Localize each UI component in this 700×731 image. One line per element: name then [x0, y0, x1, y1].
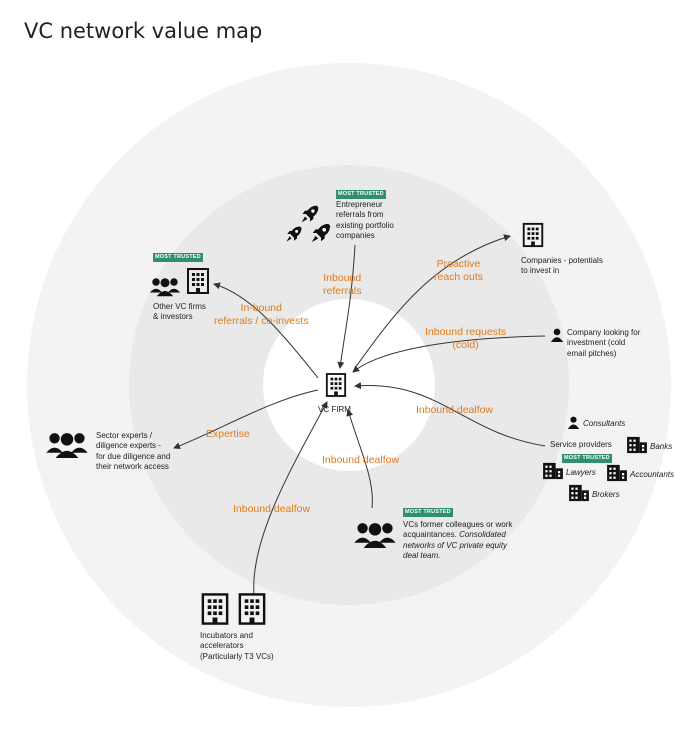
sector-experts-label: Sector experts / diligence experts - for…	[96, 431, 171, 472]
flow-dealflow-left: Inbound dealfow	[233, 503, 311, 515]
consultants-label: Consultants	[583, 419, 626, 428]
most-trusted-badge: MOST TRUSTED	[562, 454, 612, 463]
arrow-to-other-vc	[213, 282, 319, 379]
arrow-incubators	[253, 401, 328, 596]
flow-proactive: Proactive reach outs	[434, 258, 484, 284]
center-circle	[263, 299, 435, 471]
vc-colleagues-italic: Consolidated networks of VC private equi…	[403, 530, 508, 561]
entrepreneurs-label: Entrepreneur referrals from existing por…	[336, 200, 394, 241]
arrow-to-experts	[173, 389, 319, 450]
flow-inbound-referrals: Inbound referrals	[323, 272, 362, 298]
vc-firm-label: VC FIRM	[318, 405, 351, 414]
arrow-vc-colleagues	[346, 409, 373, 509]
most-trusted-badge: MOST TRUSTED	[403, 508, 453, 517]
page-title: VC network value map	[24, 19, 263, 43]
most-trusted-badge: MOST TRUSTED	[336, 190, 386, 199]
arrow-service-providers	[354, 382, 546, 447]
arrow-to-companies	[354, 234, 511, 369]
flow-inbound-requests: Inbound requests (cold)	[425, 326, 507, 352]
company-looking-label: Company looking for investment (cold ema…	[567, 328, 641, 358]
most-trusted-badge: MOST TRUSTED	[153, 253, 203, 262]
banks-label: Banks	[650, 442, 673, 451]
incubators-label: Incubators and accelerators (Particularl…	[200, 631, 274, 661]
other-vc-label: Other VC firms & investors	[153, 302, 206, 322]
companies-label: Companies - potentials to invest in	[521, 256, 603, 276]
vc-colleagues-label: VCs former colleagues or work acquaintan…	[403, 520, 512, 562]
flow-dealflow-bottom: Inbound dealfow	[322, 454, 400, 466]
flow-dealflow-right: Inbound dealfow	[416, 404, 494, 416]
accountants-label: Accountants	[630, 470, 675, 479]
flow-expertise: Expertise	[206, 428, 250, 440]
arrow-company-looking	[352, 335, 546, 373]
arrow-entrepreneurs	[337, 244, 356, 369]
lawyers-label: Lawyers	[566, 468, 596, 477]
flow-inbound-coinvests: In-bound referrals / co-invests	[214, 302, 309, 328]
service-providers-label: Service providers	[550, 440, 612, 449]
brokers-label: Brokers	[592, 490, 620, 499]
vc-colleagues-text: VCs former colleagues or work acquaintan…	[403, 520, 513, 540]
